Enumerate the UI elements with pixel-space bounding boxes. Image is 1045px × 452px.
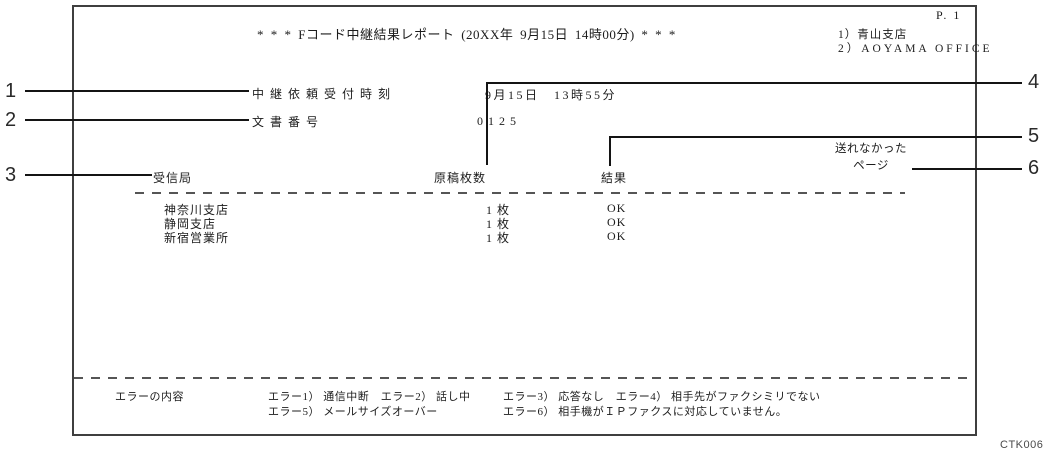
callout-line-5-vertical — [609, 136, 611, 166]
row-station: 新宿営業所 — [164, 231, 230, 245]
callout-number-6: 6 — [1028, 157, 1040, 179]
document-page — [72, 5, 977, 436]
row-pages: 1 枚 — [485, 231, 510, 245]
column-header-unsent-pages: 送れなかった ページ — [831, 141, 911, 175]
error-legend-row2-left: エラー5） メールサイズオーバー — [268, 406, 438, 418]
field-label-document-number: 文書番号 — [252, 115, 325, 129]
callout-number-4: 4 — [1028, 71, 1040, 93]
callout-number-1: 1 — [5, 80, 17, 102]
row-result: OK — [607, 215, 627, 229]
field-value-document-number: 0125 — [477, 114, 521, 128]
callout-line-2 — [25, 119, 249, 121]
column-header-result: 結果 — [601, 171, 628, 185]
sender-line-1: 1）青山支店 — [838, 29, 908, 41]
column-header-unsent-line2: ページ — [853, 160, 889, 172]
table-divider-dashed — [135, 192, 905, 194]
error-legend-row1-left: エラー1） 通信中断 エラー2） 話し中 — [268, 391, 471, 403]
error-legend-row2-right: エラー6） 相手機がＩＰファクスに対応していません。 — [503, 406, 788, 418]
error-legend-label: エラーの内容 — [115, 391, 184, 403]
field-label-relay-request-time: 中継依頼受付時刻 — [252, 87, 397, 101]
row-pages: 1 枚 — [485, 203, 510, 217]
row-pages: 1 枚 — [485, 217, 510, 231]
row-station: 静岡支店 — [164, 217, 217, 231]
row-result: OK — [607, 201, 627, 215]
row-result: OK — [607, 229, 627, 243]
column-header-receiving-station: 受信局 — [153, 171, 193, 185]
column-header-unsent-line1: 送れなかった — [835, 143, 907, 155]
callout-line-6 — [912, 168, 1022, 170]
field-value-relay-request-time: 9月15日 13時55分 — [485, 88, 618, 102]
page-number: P. 1 — [936, 8, 962, 22]
row-station: 神奈川支店 — [164, 203, 230, 217]
callout-line-3 — [25, 174, 152, 176]
report-title: * * * Fコード中継結果レポート (20XX年 9月15日 14時00分) … — [257, 27, 676, 42]
callout-number-3: 3 — [5, 164, 17, 186]
callout-number-5: 5 — [1028, 125, 1040, 147]
callout-line-1 — [25, 90, 249, 92]
footer-divider-dashed — [74, 377, 971, 379]
sender-line-2: 2）AOYAMA OFFICE — [838, 43, 993, 55]
error-legend-row1-right: エラー3） 応答なし エラー4） 相手先がファクシミリでない — [503, 391, 821, 403]
callout-line-5-horizontal — [609, 136, 1022, 138]
column-header-page-count: 原稿枚数 — [434, 171, 487, 185]
callout-line-4-vertical — [486, 82, 488, 165]
figure-code: CTK006 — [1000, 439, 1044, 451]
callout-line-4-horizontal — [486, 82, 1022, 84]
callout-number-2: 2 — [5, 109, 17, 131]
